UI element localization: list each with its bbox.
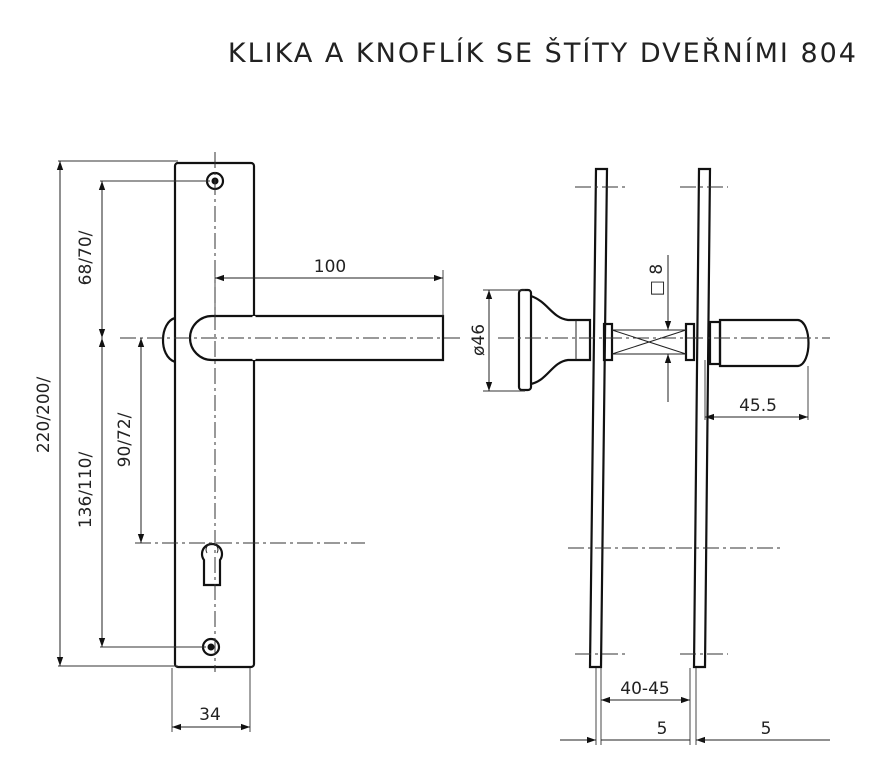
spindle: [602, 322, 696, 362]
dim-door-thickness: 40-45: [620, 679, 669, 699]
dim-overall-height: 220/200/: [34, 377, 54, 454]
dim-lower-spacing: 136/110/: [76, 452, 96, 529]
dim-handle-length: 100: [314, 257, 346, 277]
handle-rosette: [161, 316, 176, 364]
dim-knob-diameter: ø46: [469, 324, 489, 356]
front-view: 220/200/ 68/70/ 136/110/ 90/72/ 100 34: [34, 152, 460, 732]
dim-upper-spacing: 68/70/: [76, 230, 96, 285]
left-plate-section: [588, 167, 609, 669]
dim-plate-thickness-left: 5: [657, 719, 668, 739]
door-knob: [517, 288, 592, 392]
side-view: ø46 □ 8 45.5 40-45 5 5: [469, 167, 830, 745]
drawing-title: KLIKA A KNOFLÍK SE ŠTÍTY DVEŘNÍMI 804: [228, 37, 858, 69]
dim-knob-projection: 45.5: [739, 396, 777, 416]
dim-spindle-square: □ 8: [647, 264, 667, 296]
dim-plate-width: 34: [199, 705, 221, 725]
keyhole: [200, 542, 224, 587]
dim-keyhole-spacing: 90/72/: [115, 412, 135, 467]
lever-stub: [708, 318, 810, 368]
dim-plate-thickness-right: 5: [761, 719, 772, 739]
right-plate-section: [692, 167, 712, 669]
